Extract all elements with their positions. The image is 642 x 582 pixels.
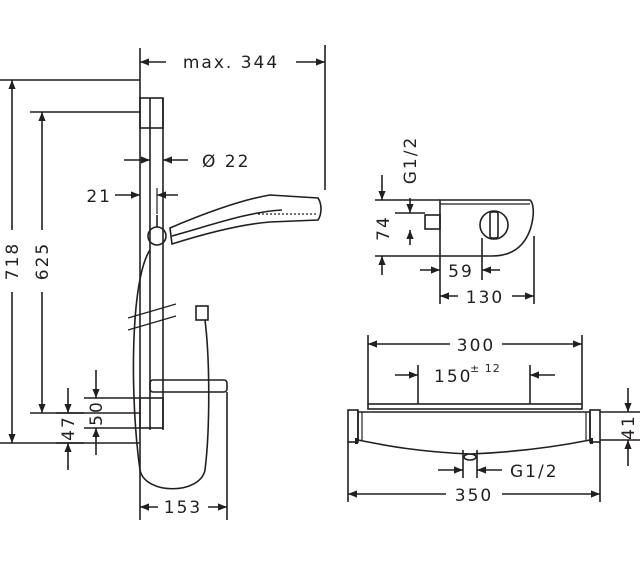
dim-74: 74 bbox=[374, 215, 394, 241]
inlet-mark-left bbox=[355, 438, 358, 444]
dim-g12-bottom: G1/2 bbox=[510, 462, 559, 482]
thermostat-body-front bbox=[357, 411, 591, 455]
hose-connector bbox=[195, 305, 209, 321]
dim-21: 21 bbox=[86, 187, 112, 207]
dim-47: 47 bbox=[59, 415, 79, 441]
dim-718: 718 bbox=[3, 242, 23, 280]
top-wall-bracket bbox=[139, 97, 164, 129]
hand-shower-inner-line bbox=[171, 209, 283, 237]
thermostat-end-cap-right bbox=[589, 409, 601, 443]
dim-150: 150 bbox=[434, 367, 472, 387]
thermostat-front-view bbox=[347, 403, 601, 461]
dim-max-344: max. 344 bbox=[183, 53, 279, 73]
inlet-mark-right bbox=[590, 438, 593, 444]
dim-130: 130 bbox=[466, 288, 504, 308]
thermostat-body-side bbox=[439, 199, 535, 257]
dim-300: 300 bbox=[457, 336, 495, 356]
hand-shower-head bbox=[169, 194, 322, 246]
thermostat-shelf-top bbox=[367, 403, 583, 410]
bottom-wall-bracket bbox=[139, 397, 164, 429]
dim-41: 41 bbox=[619, 414, 639, 440]
dim-50: 50 bbox=[87, 400, 107, 426]
shower-set-side-view bbox=[127, 48, 322, 520]
thermostat-side-view bbox=[424, 199, 535, 257]
dim-59: 59 bbox=[448, 262, 474, 282]
thermostat-handle-ring bbox=[479, 210, 509, 240]
shower-hose bbox=[132, 249, 210, 490]
dim-g12-top: G1/2 bbox=[401, 136, 421, 185]
break-mark-2 bbox=[127, 315, 177, 331]
soap-shelf bbox=[149, 379, 228, 393]
dim-diameter-22: Ø 22 bbox=[202, 152, 250, 172]
thermostat-handle-grip bbox=[489, 211, 499, 239]
dim-625: 625 bbox=[33, 242, 53, 280]
dim-153: 153 bbox=[164, 498, 202, 518]
thermostat-outlet bbox=[463, 453, 477, 461]
dim-350: 350 bbox=[455, 486, 493, 506]
thermostat-inlet-stub bbox=[424, 214, 441, 230]
dim-150-tolerance: ± 12 bbox=[470, 362, 501, 375]
thermostat-end-cap-left bbox=[347, 409, 359, 443]
